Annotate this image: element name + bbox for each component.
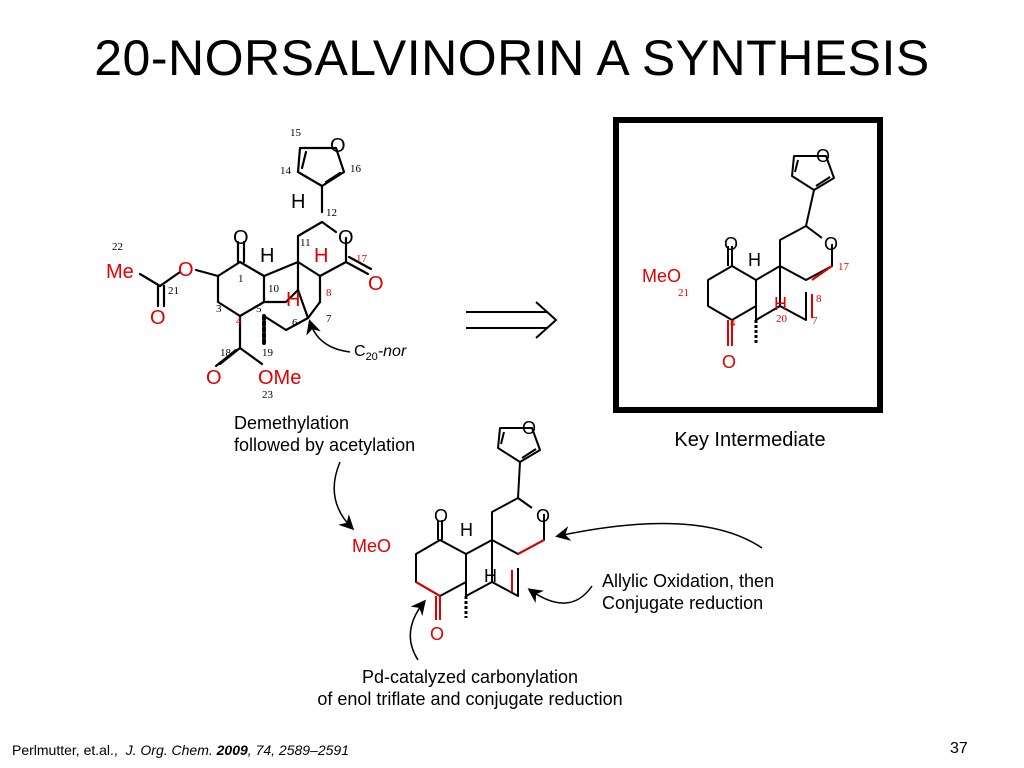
ester-oxygen: O [178,259,194,281]
i2-top-oxygen: O [434,506,448,526]
key-intermediate-box [613,117,883,413]
svg-text:7: 7 [812,315,818,327]
ki-ring-oxygen: O [824,234,838,254]
svg-text:3: 3 [216,303,222,315]
slide-title: 20-NORSALVINORIN A SYNTHESIS [94,30,930,86]
retrosynthesis-arrow [466,301,558,339]
lactone-ring [296,220,348,278]
pd-carbonylation-note: Pd-catalyzed carbonylation of enol trifl… [317,667,623,709]
page-number: 37 [950,740,968,757]
svg-text:19: 19 [262,347,274,359]
ketone-oxygen: O [233,227,249,249]
demethylation-note: Demethylation followed by acetylation [234,413,416,455]
citation: Perlmutter, et.al., J. Org. Chem. 2009, … [12,742,350,758]
allylic-oxidation-arrow-2 [527,585,593,604]
key-intermediate-structure [707,155,835,346]
ki-top-oxygen: O [724,234,738,254]
svg-text:1: 1 [238,273,244,285]
key-intermediate-labels: O O O H H MeO O 21 17 8 7 4 20 [642,146,850,372]
svg-text:5: 5 [256,303,262,315]
h9-label: H [260,245,274,267]
svg-text:10: 10 [268,283,280,295]
intermediate-2-structure [415,427,545,620]
i2-h-top: H [460,520,473,540]
svg-text:22: 22 [112,241,123,253]
allylic-oxidation-note: Allylic Oxidation, then Conjugate reduct… [602,571,775,613]
ki-h-mid: H [774,294,787,314]
svg-text:17: 17 [356,253,368,265]
svg-text:4: 4 [236,315,242,327]
allylic-oxidation-arrow-1 [555,522,763,549]
pd-carbonylation-arrow [409,599,426,661]
c20-nor-arrow [306,319,351,353]
intermediate-2-labels: O O O H H MeO O [352,418,550,644]
svg-text:4: 4 [730,317,736,329]
svg-text:7: 7 [326,313,332,325]
svg-text:23: 23 [262,389,274,401]
svg-text:8: 8 [816,293,822,305]
acetyl-methyl: Me [106,261,134,283]
c20-nor-label: C20-nor [354,343,407,363]
svg-text:8: 8 [326,287,332,299]
furan-ring [296,146,346,188]
svg-text:6: 6 [292,317,298,329]
ki-h-top: H [748,250,761,270]
ki-methoxy: MeO [642,266,681,286]
lactone-ring-oxygen: O [338,227,354,249]
svg-text:12: 12 [326,207,337,219]
key-intermediate-caption: Key Intermediate [674,429,826,451]
methoxy-label: OMe [258,367,301,389]
methyl-ester-oxygen: O [206,367,222,389]
ki-bottom-oxygen: O [722,352,736,372]
h10-label: H [286,289,300,311]
h8-label: H [314,245,328,267]
lactone-carbonyl-oxygen: O [368,273,384,295]
i2-ring-oxygen: O [536,506,550,526]
svg-text:16: 16 [350,163,362,175]
acyl-oxygen: O [150,307,166,329]
svg-text:21: 21 [168,285,179,297]
i2-h-mid: H [484,566,497,586]
svg-text:18: 18 [220,347,232,359]
svg-text:20: 20 [776,313,788,325]
svg-text:11: 11 [300,237,311,249]
ki-furan-oxygen: O [816,146,830,166]
i2-bottom-oxygen: O [430,624,444,644]
h12-label: H [291,191,305,213]
svg-text:17: 17 [838,261,850,273]
svg-text:21: 21 [678,287,689,299]
salvinorin-a-labels: O H O O H H H O Me O O O OMe [106,135,384,389]
svg-text:14: 14 [280,165,292,177]
svg-text:15: 15 [290,127,302,139]
i2-furan-oxygen: O [522,418,536,438]
salvinorin-a-structure [138,146,373,368]
demethylation-arrow [333,461,355,531]
i2-methoxy: MeO [352,536,391,556]
salvinorin-a-numbering: 15 14 16 12 11 22 21 1 10 17 8 3 5 6 7 4… [112,127,368,401]
furan-oxygen: O [330,135,346,157]
